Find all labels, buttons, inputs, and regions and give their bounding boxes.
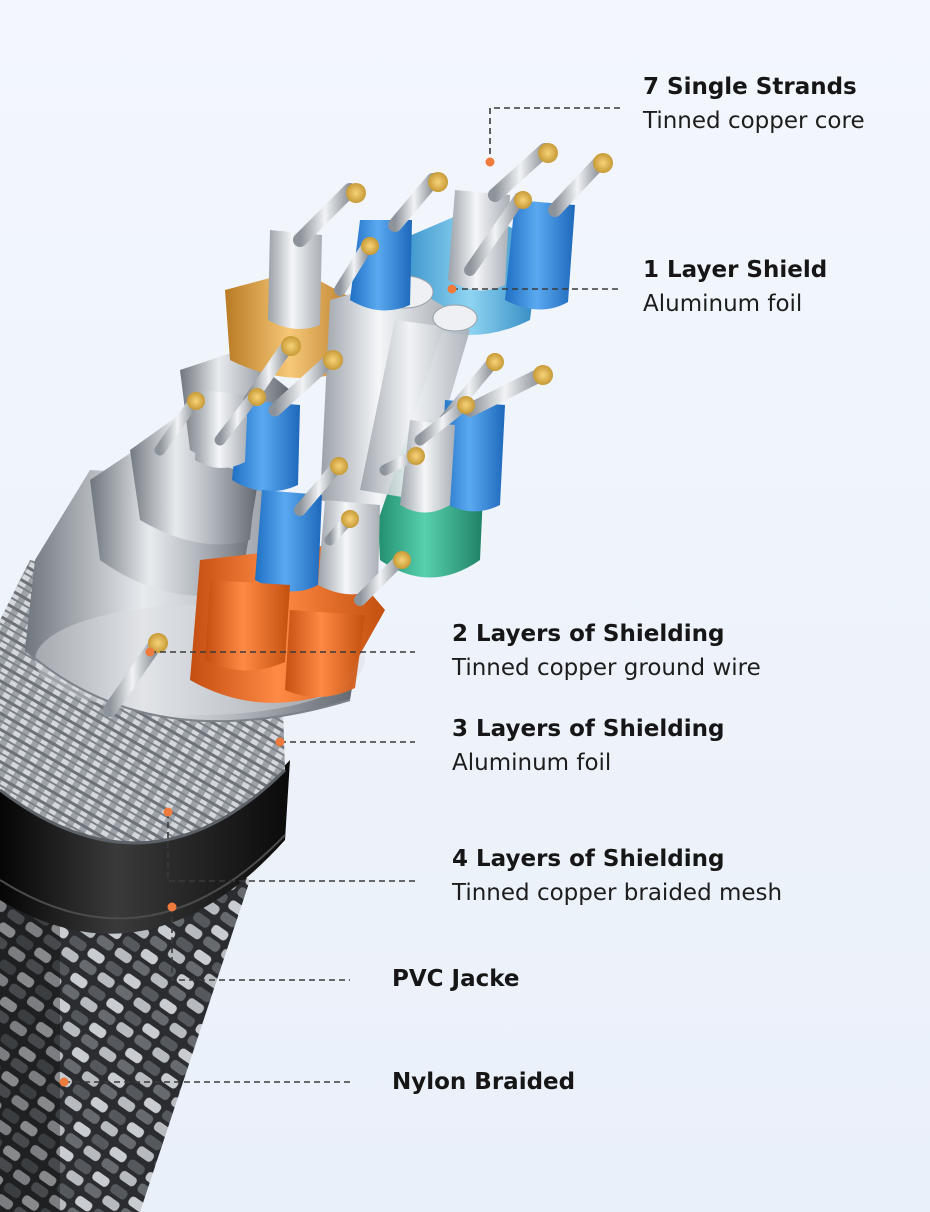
callout-layer-2-shielding: 2 Layers of Shielding Tinned copper grou… [452,617,761,685]
callout-subtitle: Tinned copper braided mesh [452,880,783,906]
callout-subtitle: Tinned copper ground wire [452,655,761,681]
callout-title: Nylon Braided [392,1069,576,1095]
callout-title: 3 Layers of Shielding [452,716,725,742]
callout-layer-3-shielding: 3 Layers of Shielding Aluminum foil [452,712,724,780]
marker-dot [163,807,173,817]
marker-dots [59,157,495,1087]
leader-line-pvc [171,907,350,981]
callout-nylon-braided: Nylon Braided [392,1065,575,1099]
callout-title: 1 Layer Shield [643,257,828,283]
callout-subtitle: Aluminum foil [452,750,612,776]
callout-layer-4-shielding: 4 Layers of Shielding Tinned copper brai… [452,842,782,910]
marker-dot [275,737,285,747]
leader-line-layer-4 [167,812,415,882]
marker-dot [167,902,177,912]
callout-pvc-jacket: PVC Jacke [392,962,520,996]
callout-title: PVC Jacke [392,966,520,992]
callout-title: 7 Single Strands [643,74,857,100]
pvc-jacket-ring [0,760,290,934]
center-filler-bundle [320,275,478,515]
marker-dot [447,284,457,294]
leader-lines [64,107,620,1083]
strand-end-caps [148,143,613,653]
callout-layer-1-shield: 1 Layer Shield Aluminum foil [643,253,827,321]
marker-dot [59,1077,69,1087]
marker-dot [145,647,155,657]
signal-wires [195,190,575,698]
copper-strands [103,143,607,717]
callout-single-strands: 7 Single Strands Tinned copper core [643,70,865,138]
marker-dot [485,157,495,167]
callout-title: 4 Layers of Shielding [452,846,725,872]
callout-subtitle: Aluminum foil [643,291,803,317]
callout-subtitle: Tinned copper core [643,108,865,134]
callout-title: 2 Layers of Shielding [452,621,725,647]
leader-line-strands [489,107,620,160]
